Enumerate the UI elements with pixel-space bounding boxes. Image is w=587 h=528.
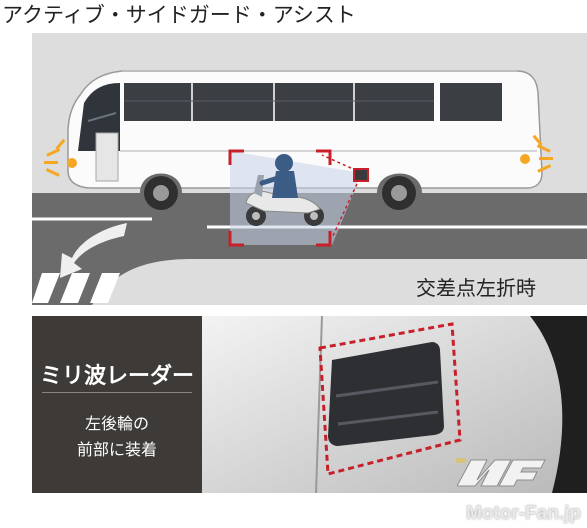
scene-illustration: [32, 33, 587, 305]
blinker-flash-icon: [520, 134, 553, 173]
left-turn-arrow-icon: [60, 223, 127, 278]
scene-caption: 交差点左折時: [416, 276, 536, 300]
crosswalk: [32, 273, 120, 303]
motorcycle-rider-icon: [245, 154, 324, 226]
radar-title: ミリ波レーダー: [39, 364, 194, 389]
radar-info-box: ミリ波レーダー 左後輪の 前部に装着: [32, 316, 202, 493]
page-title: アクティブ・サイドガード・アシスト: [2, 3, 356, 27]
radar-sensor-icon: [353, 168, 369, 182]
radar-highlight-frame: [318, 322, 462, 476]
watermark-mark-icon: [457, 459, 546, 487]
detection-frame: [228, 149, 332, 247]
blinker-flash-icon: [44, 138, 77, 177]
watermark-logo: Motor-Fan.jp: [405, 459, 587, 528]
watermark-text: Motor-Fan.jp: [465, 503, 581, 524]
left-turn-scene: [32, 33, 587, 305]
radar-position-line2: 前部に装着: [76, 440, 157, 459]
radar-position-line1: 左後輪の: [84, 414, 149, 433]
divider: [42, 392, 192, 393]
bus-illustration: [67, 70, 543, 210]
bus-side-closeup: [202, 316, 587, 493]
